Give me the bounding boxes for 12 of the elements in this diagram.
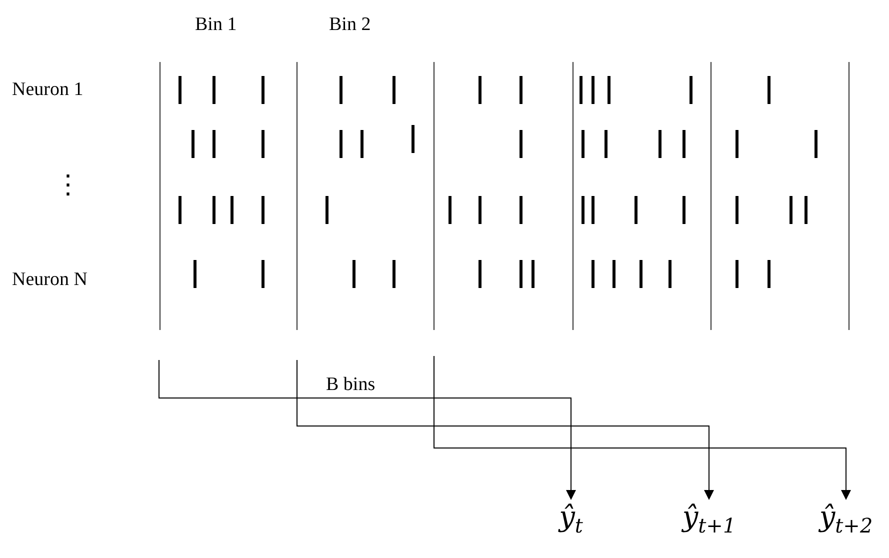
bracket-arrow (434, 356, 851, 500)
ellipsis-mark: ⋮ (55, 170, 81, 200)
column-label: Bin 1 (195, 14, 237, 36)
column-label: Bin 2 (329, 14, 371, 36)
prediction-label: ŷ$_{t+1}$ (680, 500, 738, 543)
bracket-arrow (296, 360, 714, 500)
row-label: Neuron 1 (12, 79, 84, 101)
prediction-label: ŷ$_{t+2}$ (817, 500, 875, 543)
window-label: B bins (326, 374, 376, 396)
bracket-arrow (158, 360, 576, 500)
row-label: Neuron N (12, 269, 88, 291)
prediction-label: ŷ$_{t}$ (557, 500, 585, 543)
